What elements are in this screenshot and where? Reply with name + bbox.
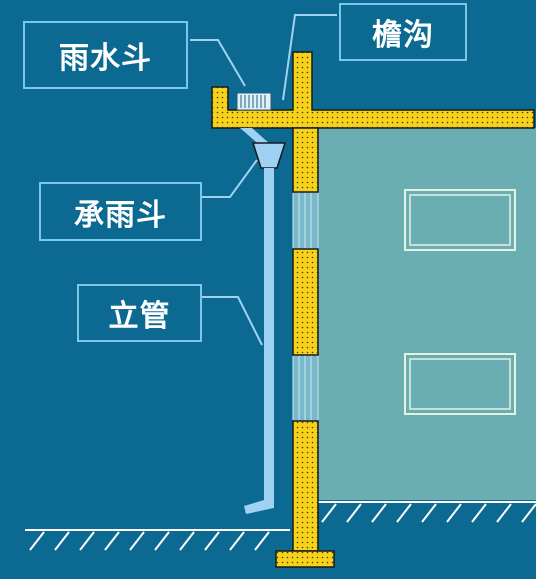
footing xyxy=(275,550,335,568)
label-eaves-gutter: 檐沟 xyxy=(339,3,467,61)
wall-glazing-lower xyxy=(292,354,319,422)
leader-receiving-hopper xyxy=(200,159,258,198)
wall-segment-bottom xyxy=(292,420,319,552)
wall-segment-top xyxy=(292,127,319,193)
label-downpipe: 立管 xyxy=(77,284,202,342)
downpipe xyxy=(264,168,274,503)
label-rain-hopper: 雨水斗 xyxy=(23,21,188,89)
leader-rain-hopper xyxy=(190,39,246,87)
stray-comma-mark: ， xyxy=(0,330,22,379)
label-receiving-hopper: 承雨斗 xyxy=(39,182,202,241)
leader-eaves-gutter xyxy=(282,14,337,101)
ground-right xyxy=(318,501,536,523)
receiving-hopper xyxy=(251,142,287,169)
wall-segment-middle xyxy=(292,248,319,356)
roof-slab-and-gutter xyxy=(211,51,535,129)
concrete-structure xyxy=(211,51,535,568)
downpipe-shoe xyxy=(244,500,274,514)
window-lower xyxy=(404,353,516,415)
building-wall xyxy=(318,128,536,500)
rain-hopper-grate xyxy=(236,92,272,111)
ground-left xyxy=(25,529,290,551)
leader-lines xyxy=(190,14,337,346)
leader-downpipe xyxy=(202,296,263,346)
wall-glazing-upper xyxy=(292,191,319,250)
window-upper xyxy=(404,189,516,251)
